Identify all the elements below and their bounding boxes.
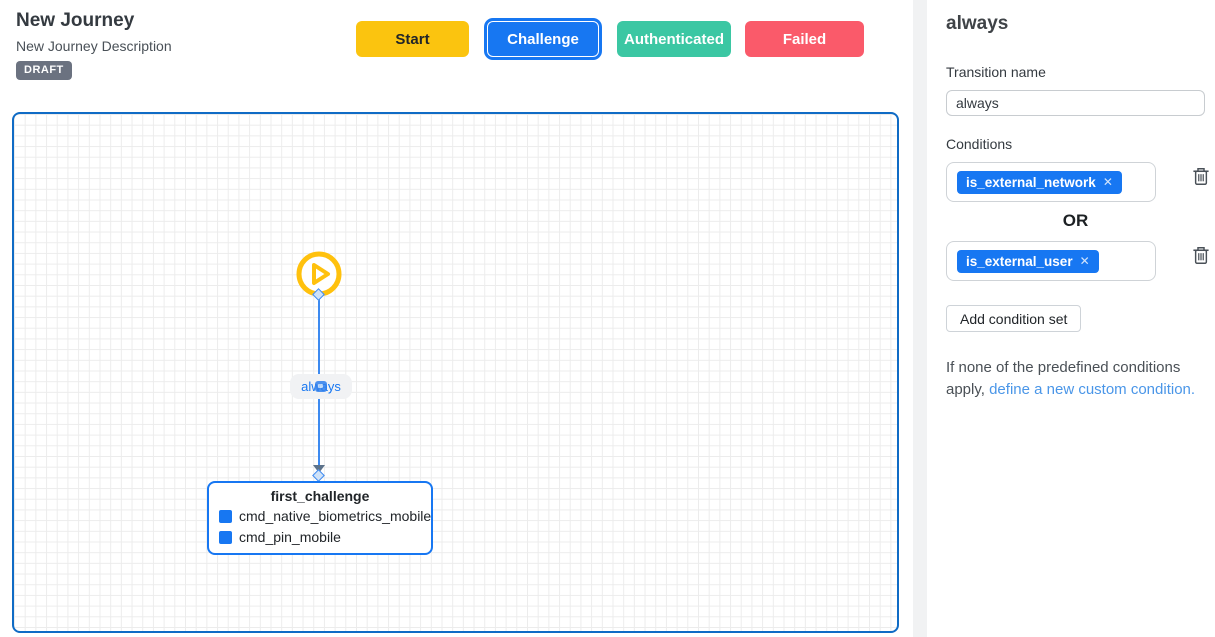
start-button[interactable]: Start (356, 21, 469, 57)
page-title: New Journey (16, 10, 135, 31)
panel-title: always (946, 13, 1009, 34)
failed-button[interactable]: Failed (745, 21, 864, 57)
condition-chip[interactable]: is_external_network ✕ (957, 170, 1122, 194)
edge-condition-icon (315, 381, 327, 392)
conditions-label: Conditions (946, 136, 1013, 152)
add-condition-set-button[interactable]: Add condition set (946, 305, 1082, 332)
status-badge: DRAFT (16, 61, 72, 80)
play-circle-icon (296, 251, 342, 297)
node-item[interactable]: cmd_native_biometrics_mobile (219, 508, 431, 524)
node-item-label: cmd_native_biometrics_mobile (239, 508, 432, 524)
footer-text: If none of the predefined conditions app… (946, 359, 1181, 398)
chip-remove-icon[interactable]: ✕ (1079, 254, 1090, 268)
condition-set-input[interactable]: is_external_user ✕ (946, 241, 1156, 281)
start-node[interactable] (294, 249, 344, 299)
panel-divider (913, 0, 927, 637)
edge-arrow-icon (313, 465, 325, 473)
or-separator: OR (1062, 211, 1089, 230)
trash-icon (1193, 168, 1209, 185)
chip-remove-icon[interactable]: ✕ (1102, 175, 1113, 189)
node-item[interactable]: cmd_pin_mobile (219, 529, 421, 545)
page-description: New Journey Description (16, 38, 172, 54)
condition-chip-label: is_external_network (966, 174, 1096, 190)
node-title: first_challenge (270, 488, 370, 504)
edge-label-always[interactable]: always (290, 374, 352, 399)
authenticated-button[interactable]: Authenticated (617, 21, 731, 57)
command-icon (219, 509, 232, 523)
delete-condition-set-button[interactable] (1192, 167, 1210, 186)
transition-name-label: Transition name (946, 64, 1046, 80)
challenge-button[interactable]: Challenge (484, 18, 602, 60)
condition-chip[interactable]: is_external_user ✕ (957, 249, 1099, 273)
panel-footer: If none of the predefined conditions app… (946, 357, 1200, 400)
condition-set-input[interactable]: is_external_network ✕ (946, 162, 1156, 202)
transition-name-input[interactable] (946, 90, 1205, 116)
command-icon (219, 530, 232, 544)
node-item-label: cmd_pin_mobile (239, 529, 341, 545)
node-first-challenge[interactable]: first_challenge cmd_native_biometrics_mo… (207, 481, 433, 555)
journey-canvas[interactable]: always first_challenge cmd_native_biomet… (12, 112, 899, 633)
condition-chip-label: is_external_user (966, 253, 1073, 269)
define-custom-condition-link[interactable]: define a new custom condition. (989, 380, 1196, 398)
trash-icon (1193, 247, 1209, 264)
delete-condition-set-button[interactable] (1192, 246, 1210, 265)
